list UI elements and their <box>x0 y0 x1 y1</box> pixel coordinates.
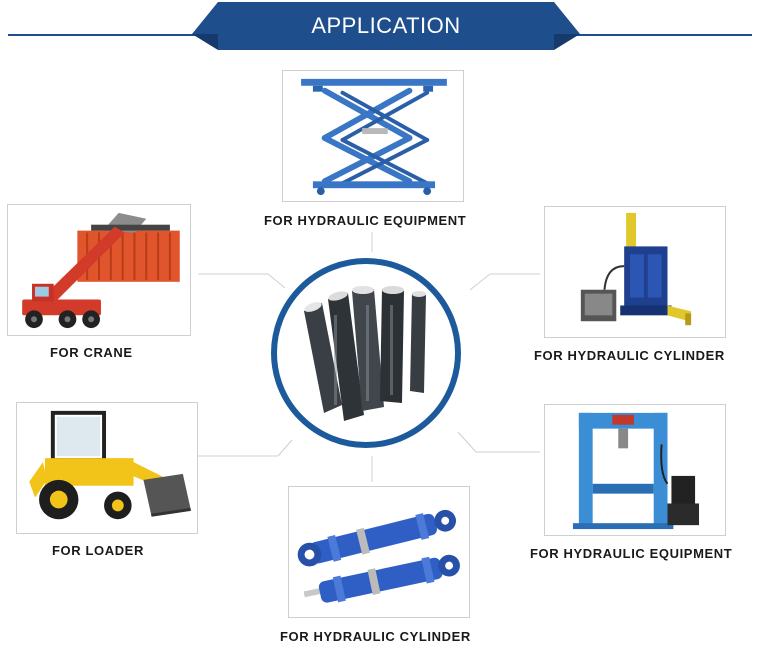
scissor-lift-icon <box>301 78 447 196</box>
crane-icon <box>22 212 180 329</box>
card-crane <box>7 204 191 336</box>
backhoe-loader-icon <box>29 410 191 520</box>
card-cylinders <box>288 486 470 618</box>
header-line-left <box>8 34 208 36</box>
header-banner <box>192 2 580 50</box>
steel-tubes-icon <box>271 258 461 448</box>
label-crane: FOR CRANE <box>50 345 133 360</box>
baler-machine-icon <box>580 212 692 326</box>
header-line-right <box>564 34 752 36</box>
hydraulic-press-icon <box>572 412 700 530</box>
center-product-image <box>268 255 464 451</box>
card-scissor-lift <box>282 70 464 202</box>
label-hydraulic-equipment-right: FOR HYDRAULIC EQUIPMENT <box>530 546 733 561</box>
card-loader <box>16 402 198 534</box>
label-hydraulic-equipment-top: FOR HYDRAULIC EQUIPMENT <box>264 213 467 228</box>
label-loader: FOR LOADER <box>52 543 144 558</box>
hydraulic-cylinders-icon <box>297 509 460 603</box>
card-baler <box>544 206 726 338</box>
page-title: APPLICATION <box>311 13 461 38</box>
card-press <box>544 404 726 536</box>
label-hydraulic-cylinder-right: FOR HYDRAULIC CYLINDER <box>534 348 725 363</box>
label-hydraulic-cylinder-bottom: FOR HYDRAULIC CYLINDER <box>280 629 471 644</box>
